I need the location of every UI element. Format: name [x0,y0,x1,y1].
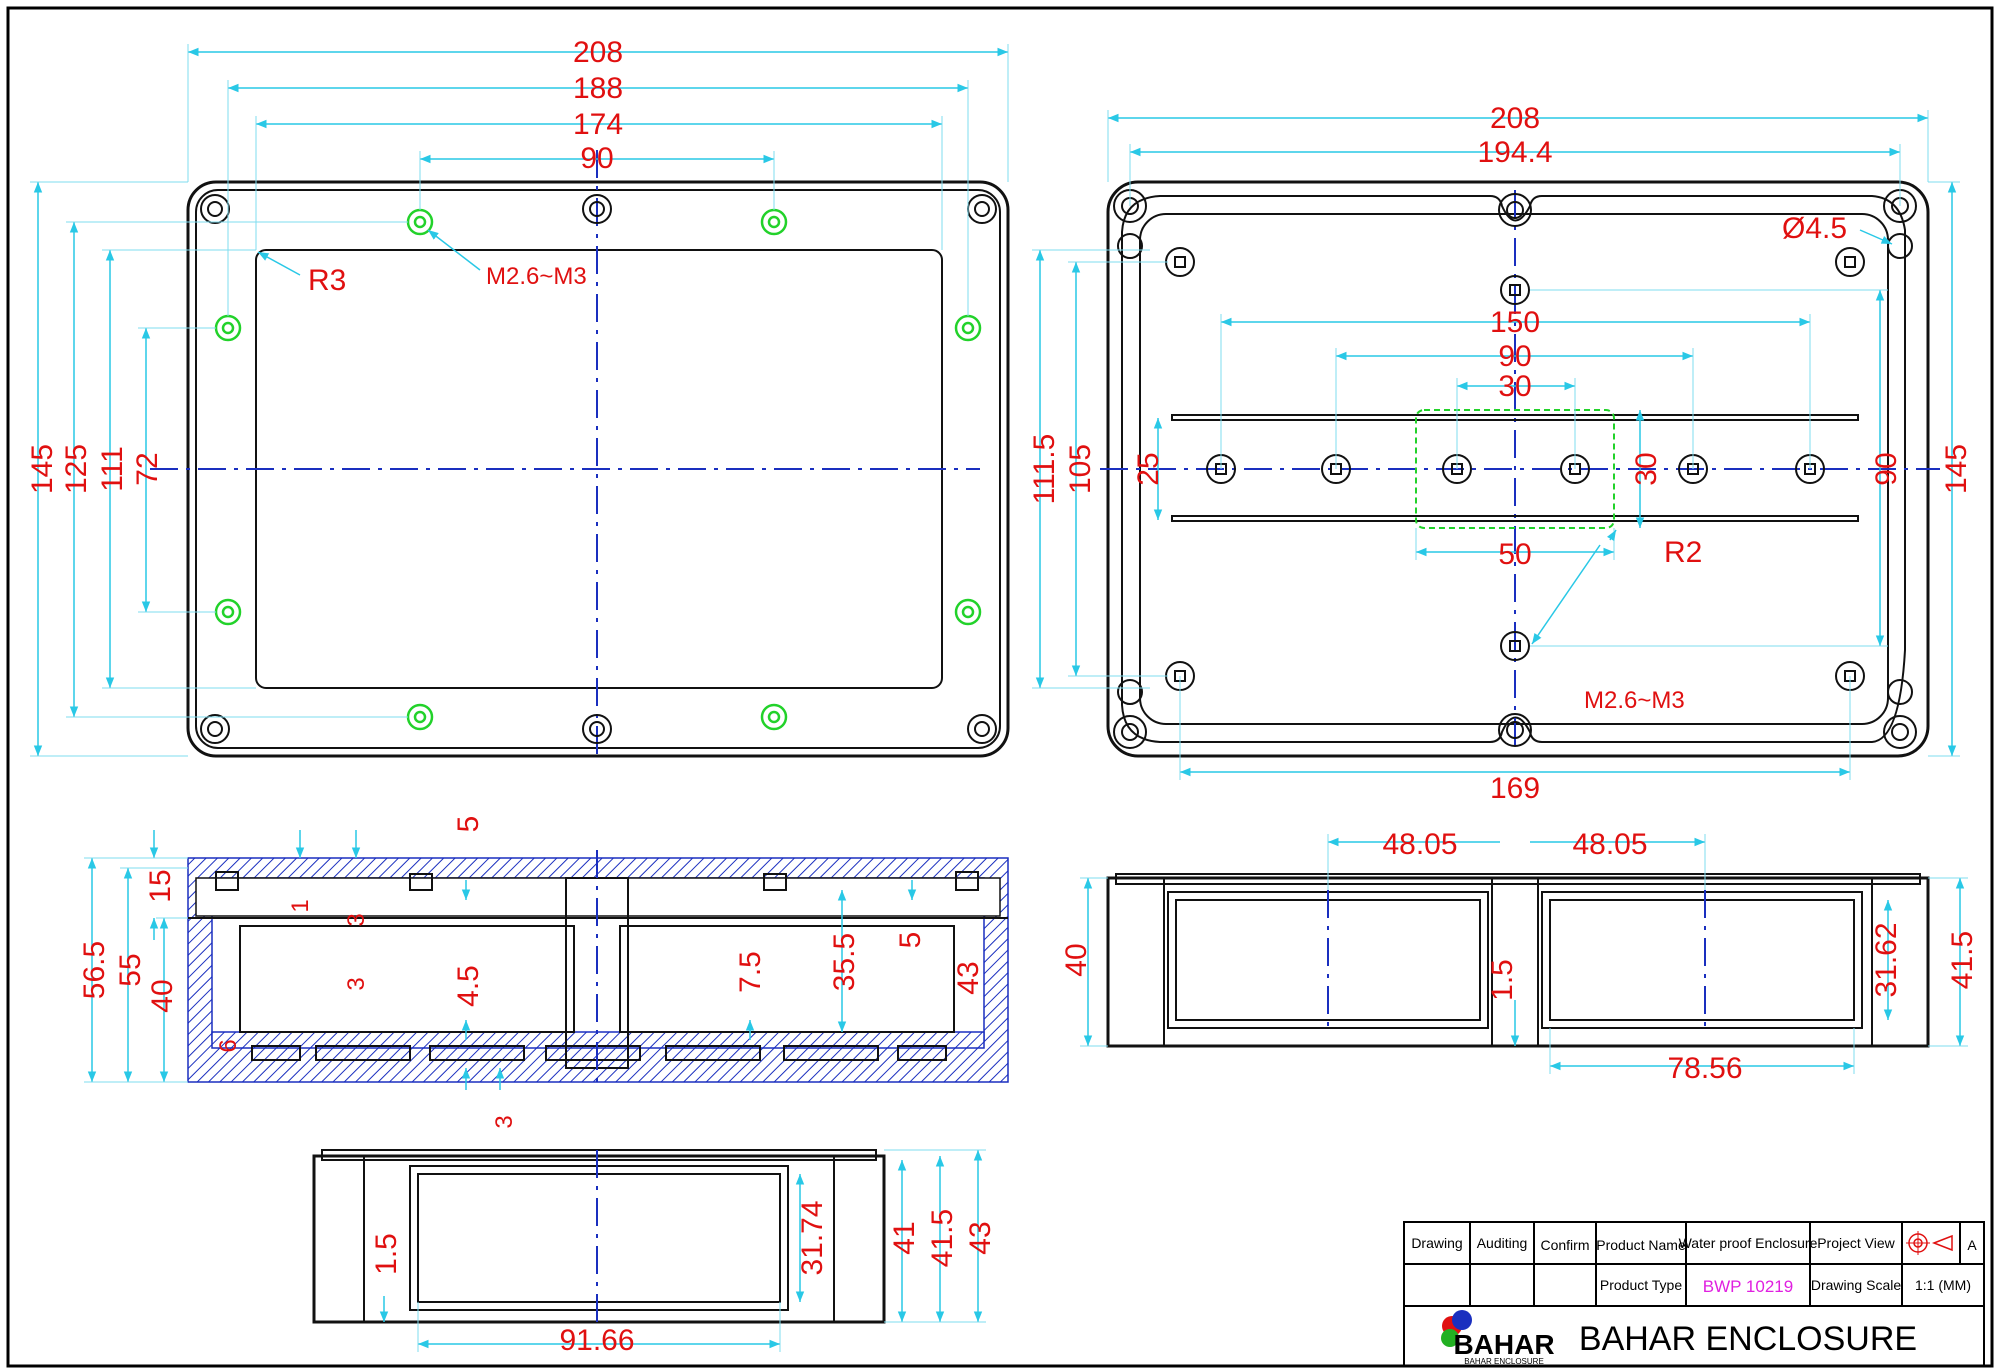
inside-view-hole-label: Ø4.5 [1782,212,1847,245]
title-block: Drawing Auditing Confirm Product Name Wa… [1403,1221,1985,1367]
section-view-rib-slots [215,871,979,1061]
section-view-dim-3-a: 3 [343,913,370,926]
side-view: 48.05 48.05 40 1.5 31.62 41.5 78.56 [1060,828,1979,1085]
tb-auditing-label: Auditing [1477,1235,1528,1251]
end-view-dim-31-74: 31.74 [796,1200,829,1275]
side-view-right-flange [1871,877,1929,1047]
top-view-screws [200,194,997,744]
inside-view-dim-208: 208 [1490,102,1540,135]
tb-sheet: A [1967,1237,1977,1253]
section-view-dim-35-5: 35.5 [828,933,861,991]
section-view-dim-lines [84,830,917,1090]
top-view-radius-label: R3 [308,264,346,297]
inside-view-dim-25: 25 [1132,452,1165,485]
inside-view-dim-150: 150 [1490,306,1540,339]
inside-view-dim-90: 90 [1498,340,1531,373]
drawing-frame [6,6,1994,1368]
section-view-dim-56-5: 56.5 [78,941,111,999]
projection-symbol-icon [1906,1231,1953,1255]
inside-view-screw-label: M2.6~M3 [1584,687,1685,714]
top-view-dim-125: 125 [60,444,93,494]
inside-view-rail-bottom [1171,515,1859,522]
tb-scale-label: Drawing Scale [1811,1277,1901,1293]
section-view-dim-15: 15 [144,869,177,902]
inside-view-dim-30-v: 30 [1630,452,1663,485]
section-view: 5 15 1 3 56.5 55 40 3 4.5 7.5 35.5 5 43 … [78,816,1009,1129]
end-view-dim-lines [379,1149,986,1352]
inside-view-dim-169: 169 [1490,772,1540,805]
tb-drawing-label: Drawing [1411,1235,1462,1251]
inside-view-dim-111-5: 111.5 [1028,434,1061,505]
inside-view: 208 194.4 150 90 30 50 169 111.5 105 25 … [1028,102,1973,805]
tb-product-name-label: Product Name [1596,1237,1686,1253]
tb-project-view-label: Project View [1817,1235,1895,1251]
inside-view-dim-50: 50 [1498,538,1531,571]
side-view-dim-48-05-left: 48.05 [1382,828,1457,861]
section-view-dim-3-c: 3 [491,1115,518,1128]
top-view-dim-208: 208 [573,36,623,69]
side-view-dim-41-5: 41.5 [1946,931,1979,989]
end-view-window-inner [417,1173,781,1303]
top-view: 208 188 174 90 145 125 111 72 R3 M2.6~M3 [26,36,1010,760]
tb-product-type-label: Product Type [1600,1277,1682,1293]
end-view: 1.5 31.74 41 41.5 43 91.66 [312,1149,997,1357]
inside-view-dim-145: 145 [1940,444,1973,494]
inside-view-dim-30: 30 [1498,370,1531,403]
section-view-dim-55: 55 [114,953,147,986]
inside-view-dim-90-v: 90 [1870,452,1903,485]
section-view-dim-43: 43 [952,961,985,994]
inside-view-dim-lines [1032,110,1960,780]
top-view-dim-111: 111 [96,446,129,492]
top-view-dim-72: 72 [131,452,164,485]
inside-view-rail-top [1171,414,1859,421]
inside-view-dim-194: 194.4 [1477,136,1552,169]
top-view-dim-90: 90 [580,142,613,175]
tb-confirm-label: Confirm [1540,1237,1589,1253]
section-view-dim-5-top: 5 [452,816,485,833]
top-view-dim-174: 174 [573,108,623,141]
side-view-window-right-inner [1549,899,1855,1021]
section-view-dim-40: 40 [146,979,179,1012]
side-view-dim-40: 40 [1060,943,1093,976]
end-view-dim-1-5: 1.5 [370,1233,403,1275]
section-view-dim-1: 1 [287,899,314,912]
side-view-window-right [1541,891,1863,1029]
end-view-left-flange [313,1155,365,1323]
section-view-dim-6: 6 [215,1039,242,1052]
section-view-dim-4-5: 4.5 [452,965,485,1007]
side-view-dim-1-5: 1.5 [1486,959,1519,1001]
section-view-pocket-left [239,925,575,1033]
tb-company-name: BAHAR ENCLOSURE [1579,1320,1917,1358]
top-view-thread-marks [214,208,982,731]
side-view-dim-lines [1080,834,1968,1074]
bahar-logo: BAHAR BAHAR ENCLOSURE [1441,1310,1555,1366]
side-view-dim-78-56: 78.56 [1667,1052,1742,1085]
top-view-dim-lines [30,44,1009,757]
end-view-dim-41-5: 41.5 [926,1209,959,1267]
inside-view-dim-105: 105 [1064,444,1097,494]
end-view-dim-91-66: 91.66 [559,1324,634,1357]
side-view-dim-48-05-right: 48.05 [1572,828,1647,861]
end-view-right-flange [833,1155,885,1323]
end-view-dim-43: 43 [964,1221,997,1254]
tb-scale: 1:1 (MM) [1915,1277,1971,1293]
section-view-dim-3-b: 3 [343,977,370,990]
section-view-dim-7-5: 7.5 [734,951,767,993]
top-view-dim-145: 145 [26,444,59,494]
section-view-pocket-right [619,925,955,1033]
bahar-logo-subtext: BAHAR ENCLOSURE [1464,1357,1544,1366]
tb-product-name: Water proof Enclosure [1679,1235,1818,1251]
top-view-screw-label: M2.6~M3 [486,263,587,290]
section-view-dim-5-right: 5 [894,932,927,949]
end-view-dim-41: 41 [888,1221,921,1254]
side-view-dim-31-62: 31.62 [1870,922,1903,997]
bahar-logo-text: BAHAR [1453,1329,1554,1360]
inside-view-radius-label: R2 [1664,536,1702,569]
top-view-dim-188: 188 [573,72,623,105]
tb-product-type: BWP 10219 [1703,1277,1793,1296]
inside-view-din-area [1415,409,1615,529]
side-view-left-flange [1107,877,1165,1047]
end-view-window [409,1165,789,1311]
